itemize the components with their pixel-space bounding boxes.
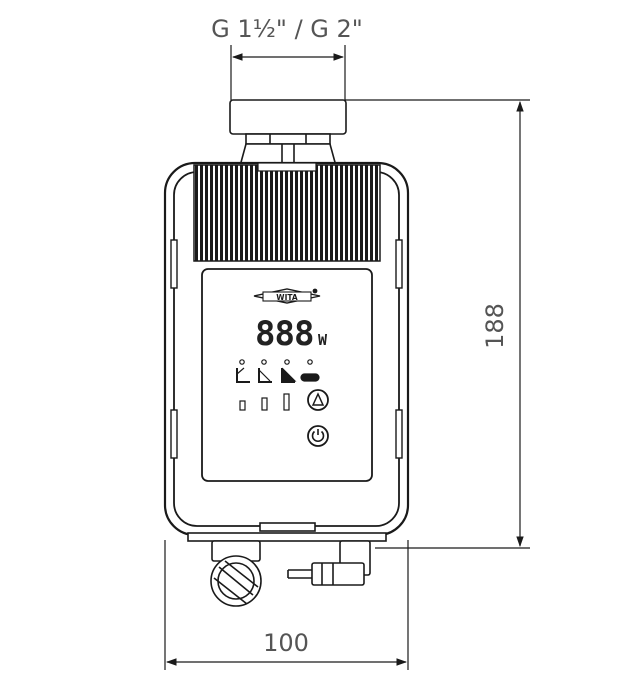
setting-3-icon: [281, 359, 297, 383]
width-dimension-label: 100: [263, 629, 309, 657]
auto-icon: [300, 359, 320, 382]
level-indicators: [239, 393, 290, 411]
height-dimension-label: 188: [481, 303, 509, 349]
setting-2-icon: [258, 359, 272, 383]
power-button-icon[interactable]: [307, 425, 329, 447]
mode-icons: [236, 357, 331, 383]
signal-connector: [287, 540, 371, 586]
bottom-base: [187, 522, 387, 542]
brand-logo-text: WITA: [276, 293, 298, 302]
height-dimension: 188: [345, 99, 530, 549]
setting-1-icon: [236, 359, 250, 383]
cable-gland: [210, 540, 262, 607]
thread-dimension: G 1½" / G 2": [211, 15, 363, 100]
play-button-icon[interactable]: [307, 389, 329, 411]
brand-logo: WITA: [253, 288, 321, 304]
thread-dimension-label: G 1½" / G 2": [211, 15, 363, 43]
width-dimension: 100: [164, 540, 409, 670]
power-readout-unit: W: [318, 331, 328, 349]
control-panel: WITA 888 W: [201, 268, 373, 482]
power-readout-digits: 888: [255, 314, 313, 354]
union-nut: [229, 99, 347, 145]
side-clips: [170, 239, 403, 459]
cooling-fins: [193, 164, 381, 262]
